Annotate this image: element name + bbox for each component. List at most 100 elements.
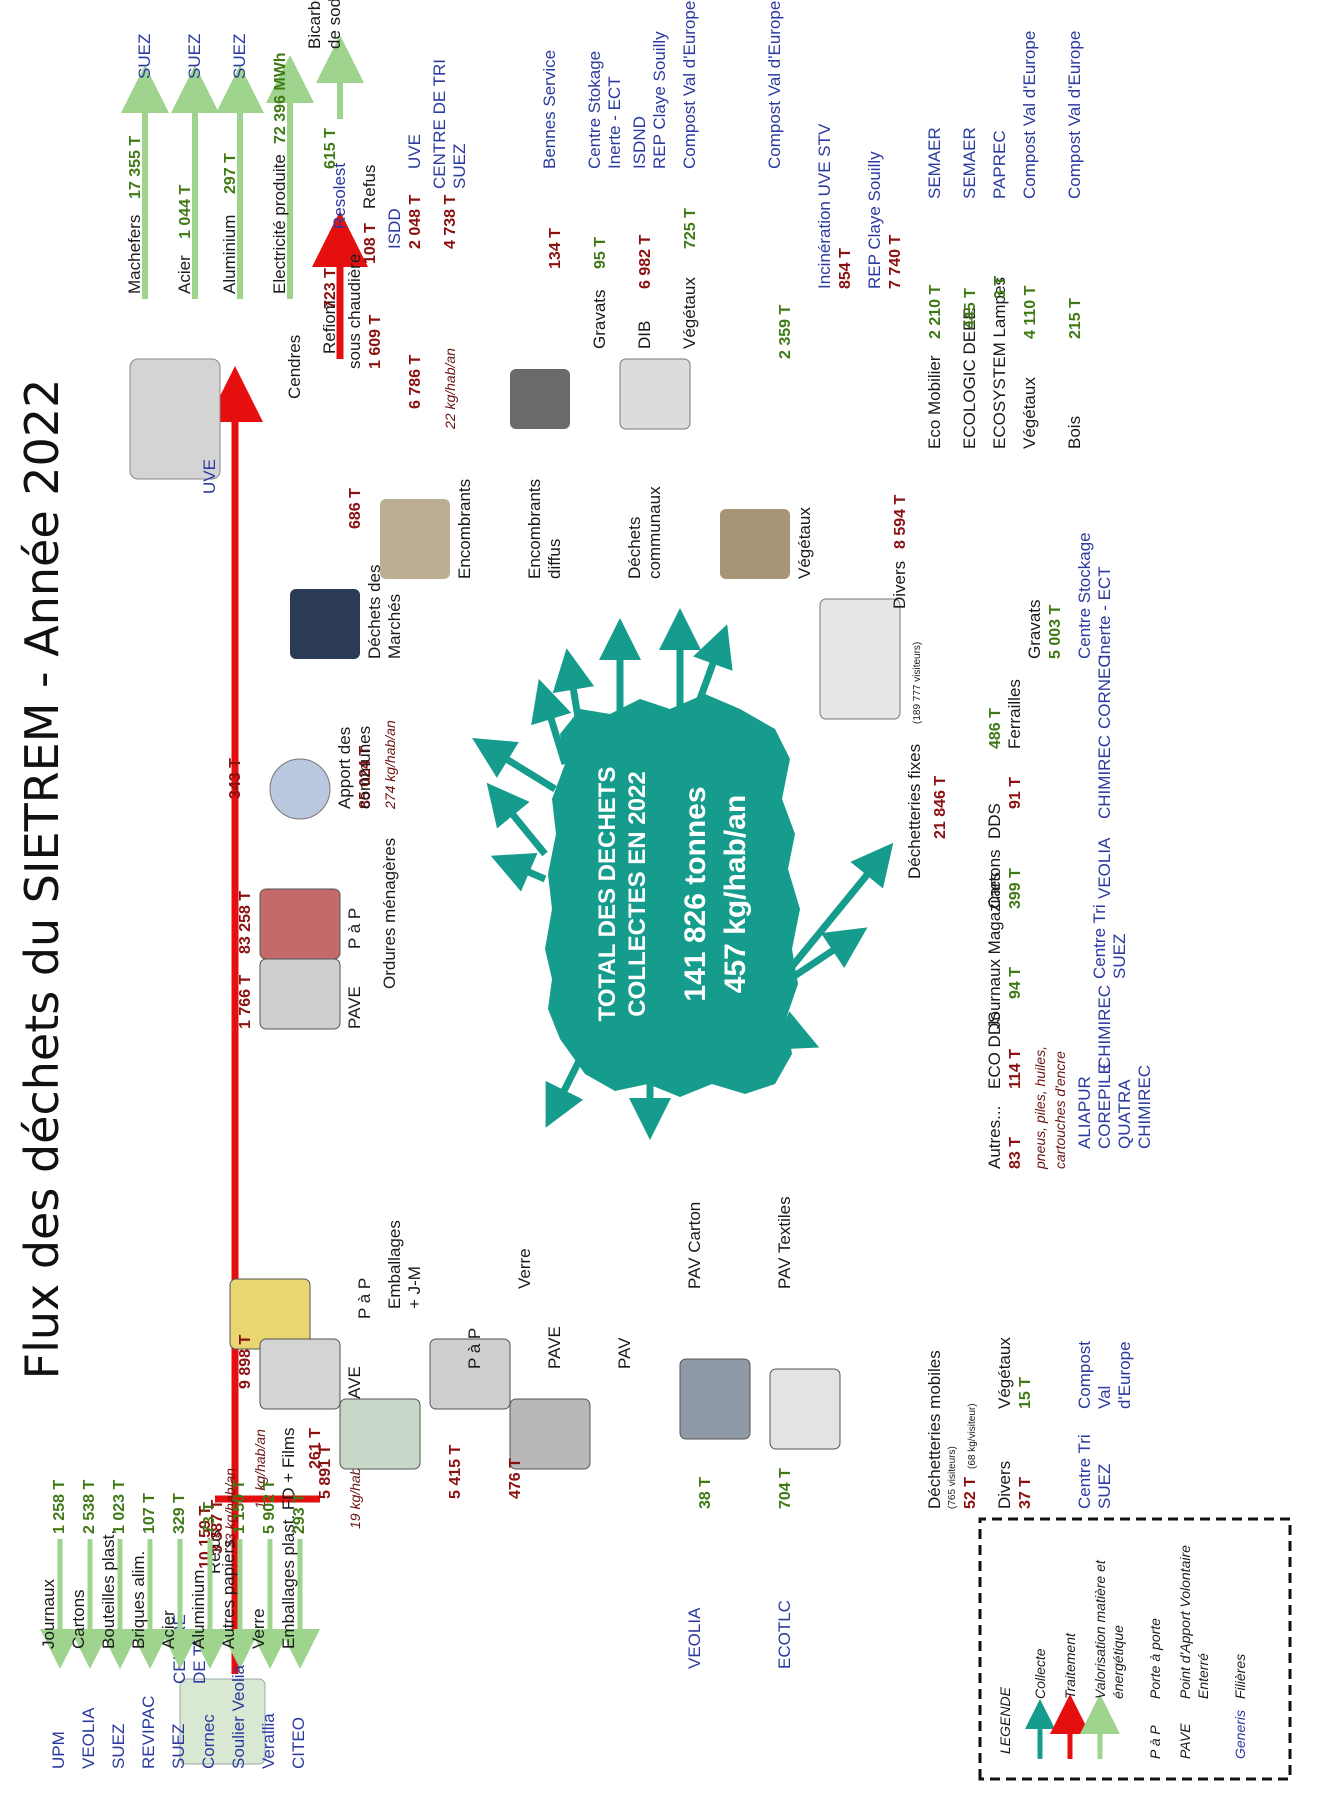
df-deee-value: 445 T <box>962 288 979 329</box>
pav-textiles-label: PAV Textiles <box>775 1196 794 1289</box>
dc-vegetaux-dest: Compost Val d'Europe <box>680 1 699 169</box>
sorted-output-label: Autres papiers <box>219 1539 238 1649</box>
encombrants-tri-dest-2: SUEZ <box>450 144 469 189</box>
df-autres-dest-2: COREPILE <box>1095 1063 1114 1149</box>
vegetaux-value: 2 359 T <box>777 305 794 359</box>
dc-vegetaux-label: Végétaux <box>680 277 699 349</box>
legend-pave-def-1: Point d'Apport Volontaire <box>1177 1545 1193 1699</box>
centre-tri-image <box>179 1678 266 1765</box>
arrow-to-om <box>490 852 547 892</box>
df-eco-mobilier-dest: SEMAER <box>925 127 944 199</box>
sorted-output-label: Verre <box>249 1608 268 1649</box>
dm-total: 52 T <box>962 1477 979 1509</box>
bicarbonate-value: 615 T <box>322 128 339 169</box>
df-vegetaux-value: 4 110 T <box>1022 285 1039 339</box>
pav-textiles-value: 704 T <box>777 1468 794 1509</box>
sorted-output-dest: Soulier Veolia <box>229 1664 248 1769</box>
df-bois-value: 215 T <box>1067 298 1084 339</box>
sorted-output-value: 1 023 T <box>111 1480 128 1534</box>
encombrants-total: 6 786 T <box>407 355 424 409</box>
legend-generis-def: Filières <box>1232 1654 1248 1699</box>
sorted-output-dest: VEOLIA <box>79 1707 98 1769</box>
dechets-communaux-group: Déchets communaux Gravats 95 T Centre St… <box>585 1 699 579</box>
legend-traitement: Traitement <box>1062 1632 1078 1699</box>
om-pap-label: P à P <box>345 908 364 949</box>
sorted-output-value: 5 902 T <box>261 1480 278 1534</box>
pav-carton-dest: VEOLIA <box>685 1607 704 1669</box>
encombrants-tri-dest-1: CENTRE DE TRI <box>430 59 449 189</box>
df-eco-dds-value: 114 T <box>1007 1049 1024 1089</box>
sorted-output-dest: CITEO <box>289 1717 308 1769</box>
df-dds-dest: CHIMIREC <box>1095 735 1114 819</box>
dm-divers-value: 37 T <box>1017 1477 1034 1509</box>
legend-pap-abbr: P à P <box>1147 1725 1163 1759</box>
verre-pave-label: PAVE <box>545 1326 564 1369</box>
verre-pave-bin <box>429 1338 511 1410</box>
df-vegetaux-label: Végétaux <box>1020 377 1039 449</box>
emballages-pave-label: PAVE <box>345 1366 364 1409</box>
dc-gravats-value: 95 T <box>592 237 609 269</box>
vegetaux-image <box>720 509 790 579</box>
om-group: 83 258 T 1 766 T P à P PAVE Ordures ména… <box>237 838 399 1030</box>
machefers-value: 17 355 T <box>127 136 144 199</box>
pav-carton-value: 38 T <box>697 1477 714 1509</box>
encombrants-diffus-label-2: diffus <box>545 539 564 579</box>
dm-vegetaux-dest-1: Compost <box>1075 1341 1094 1409</box>
om-pap-value: 83 258 T <box>237 891 254 954</box>
om-ratio: 274 kg/hab/an <box>382 720 398 810</box>
pav-carton-image <box>679 1358 751 1440</box>
df-deee-label: ECOLOGIC DEEE <box>960 308 979 449</box>
dechets-communaux-image <box>619 358 691 430</box>
sorted-output-value: 107 T <box>141 1493 158 1534</box>
marches-group: Déchets des Marchés <box>290 565 404 659</box>
communes-value: 343 T <box>227 758 244 799</box>
encombrants-label: Encombrants <box>455 479 474 579</box>
verre-label: Verre <box>515 1248 534 1289</box>
df-lampes-label: ECOSYSTEM Lampes <box>990 277 1009 449</box>
df-gravats-dest-2: Inerte - ECT <box>1095 566 1114 659</box>
dc-dib-label: DIB <box>635 321 654 349</box>
arrow-to-decheteries-fixes <box>693 624 733 701</box>
vegetaux-label: Végétaux <box>795 507 814 579</box>
sorted-output-label: Emballages plast. FD + Films <box>279 1427 298 1649</box>
encombrants-diffus-image <box>510 369 570 429</box>
dm-label: Déchetteries mobiles <box>925 1350 944 1509</box>
dechets-communaux-label-1: Déchets <box>625 517 644 579</box>
center-title-2: COLLECTES EN 2022 <box>624 771 651 1016</box>
df-autres-dest-3: QUATRA <box>1115 1079 1134 1149</box>
machefers-dest: SUEZ <box>135 34 154 79</box>
center-per-hab: 457 kg/hab/an <box>719 795 752 993</box>
arrow-to-pav-carton <box>753 1011 820 1050</box>
encombrants-diffus-dest: Bennes Service <box>540 50 559 169</box>
df-autres-value: 83 T <box>1007 1137 1024 1169</box>
sous-chaudiere-value: 1 609 T <box>367 315 384 369</box>
sorted-output-label: Aluminium <box>189 1570 208 1649</box>
sorted-output-dest: REVIPAC <box>139 1696 158 1769</box>
collecte-arrows <box>472 608 894 1140</box>
communes-group: 343 T Apport des communes <box>227 726 374 820</box>
dm-visitors: (765 visiteurs) <box>947 1446 958 1509</box>
encombrants-tri-value: 4 738 T <box>442 195 459 249</box>
df-eco-dds-label: ECO DDS <box>985 1012 1004 1089</box>
legend-generis-abbr: Generis <box>1232 1710 1248 1759</box>
dm-divers-dest-1: Centre Tri <box>1075 1434 1094 1509</box>
uve-label: UVE <box>200 459 219 494</box>
dm-vegetaux-dest-3: d'Europe <box>1115 1341 1134 1409</box>
df-journaux-dest-2: SUEZ <box>1110 934 1129 979</box>
acier-value: 1 044 T <box>177 185 194 239</box>
df-autres-label: Autres... <box>985 1106 1004 1169</box>
encombrants-image <box>380 499 450 579</box>
df-autres-dest-1: ALIAPUR <box>1075 1076 1094 1149</box>
sorted-output-label: Bouteilles plast. <box>99 1530 118 1649</box>
sorted-output-label: Acier <box>159 1610 178 1649</box>
df-lampes-dest: PAPREC <box>990 130 1009 199</box>
encombrants-diffus-group: Encombrants diffus 134 T Bennes Service <box>510 50 570 579</box>
df-eco-dds-dest: CHIMIREC <box>1095 985 1114 1069</box>
sorted-output-value: 2 538 T <box>81 1480 98 1534</box>
refus-ratio: 11 kg/hab/an <box>252 1429 268 1509</box>
verre-pap-label: P à P <box>465 1328 484 1369</box>
